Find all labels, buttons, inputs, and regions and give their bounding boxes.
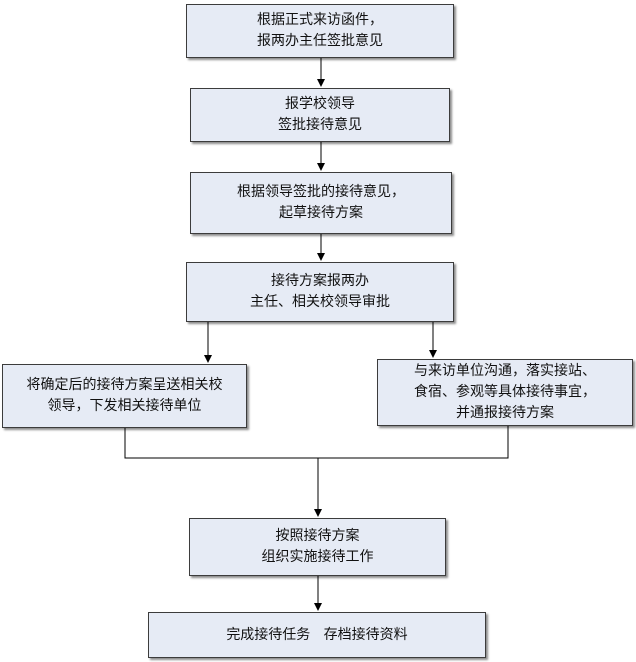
step-send-plan-line-1: 将确定后的接待方案呈送相关校 bbox=[26, 377, 223, 393]
step-send-plan-line-2: 领导，下发相关接待单位 bbox=[47, 398, 202, 414]
step-implement: 按照接待方案 组织实施接待工作 bbox=[189, 518, 446, 576]
step-plan-review-line-1: 接待方案报两办 bbox=[271, 273, 369, 289]
step-school-leader-approval-line-2: 签批接待意见 bbox=[278, 117, 362, 133]
step-receive-letter-line-2: 报两办主任签批意见 bbox=[257, 33, 383, 49]
step-plan-review: 接待方案报两办 主任、相关校领导审批 bbox=[186, 262, 454, 322]
step-implement-line-1: 按照接待方案 bbox=[275, 528, 360, 544]
step-coordinate-visitors-line-2: 食宿、参观等具体接待事宜， bbox=[414, 384, 596, 400]
step-complete-line-1: 完成接待任务 存档接待资料 bbox=[226, 626, 408, 643]
step-receive-letter: 根据正式来访函件， 报两办主任签批意见 bbox=[186, 4, 454, 58]
merge-line bbox=[124, 426, 509, 459]
step-coordinate-visitors-line-1: 与来访单位沟通，落实接站、 bbox=[414, 363, 596, 379]
step-draft-plan-line-1: 根据领导签批的接待意见， bbox=[237, 184, 405, 200]
step-draft-plan-line-2: 起草接待方案 bbox=[279, 205, 363, 221]
step-receive-letter-line-1: 根据正式来访函件， bbox=[257, 12, 383, 28]
step-plan-review-line-2: 主任、相关校领导审批 bbox=[250, 294, 390, 310]
step-coordinate-visitors: 与来访单位沟通，落实接站、 食宿、参观等具体接待事宜， 并通报接待方案 bbox=[377, 359, 633, 426]
step-school-leader-approval: 报学校领导 签批接待意见 bbox=[190, 88, 450, 142]
step-coordinate-visitors-line-3: 并通报接待方案 bbox=[456, 405, 554, 421]
step-send-plan: 将确定后的接待方案呈送相关校 领导，下发相关接待单位 bbox=[2, 364, 247, 428]
step-complete: 完成接待任务 存档接待资料 bbox=[148, 612, 486, 658]
step-school-leader-approval-line-1: 报学校领导 bbox=[285, 96, 355, 112]
step-implement-line-2: 组织实施接待工作 bbox=[261, 549, 374, 565]
step-draft-plan: 根据领导签批的接待意见， 起草接待方案 bbox=[190, 172, 452, 234]
